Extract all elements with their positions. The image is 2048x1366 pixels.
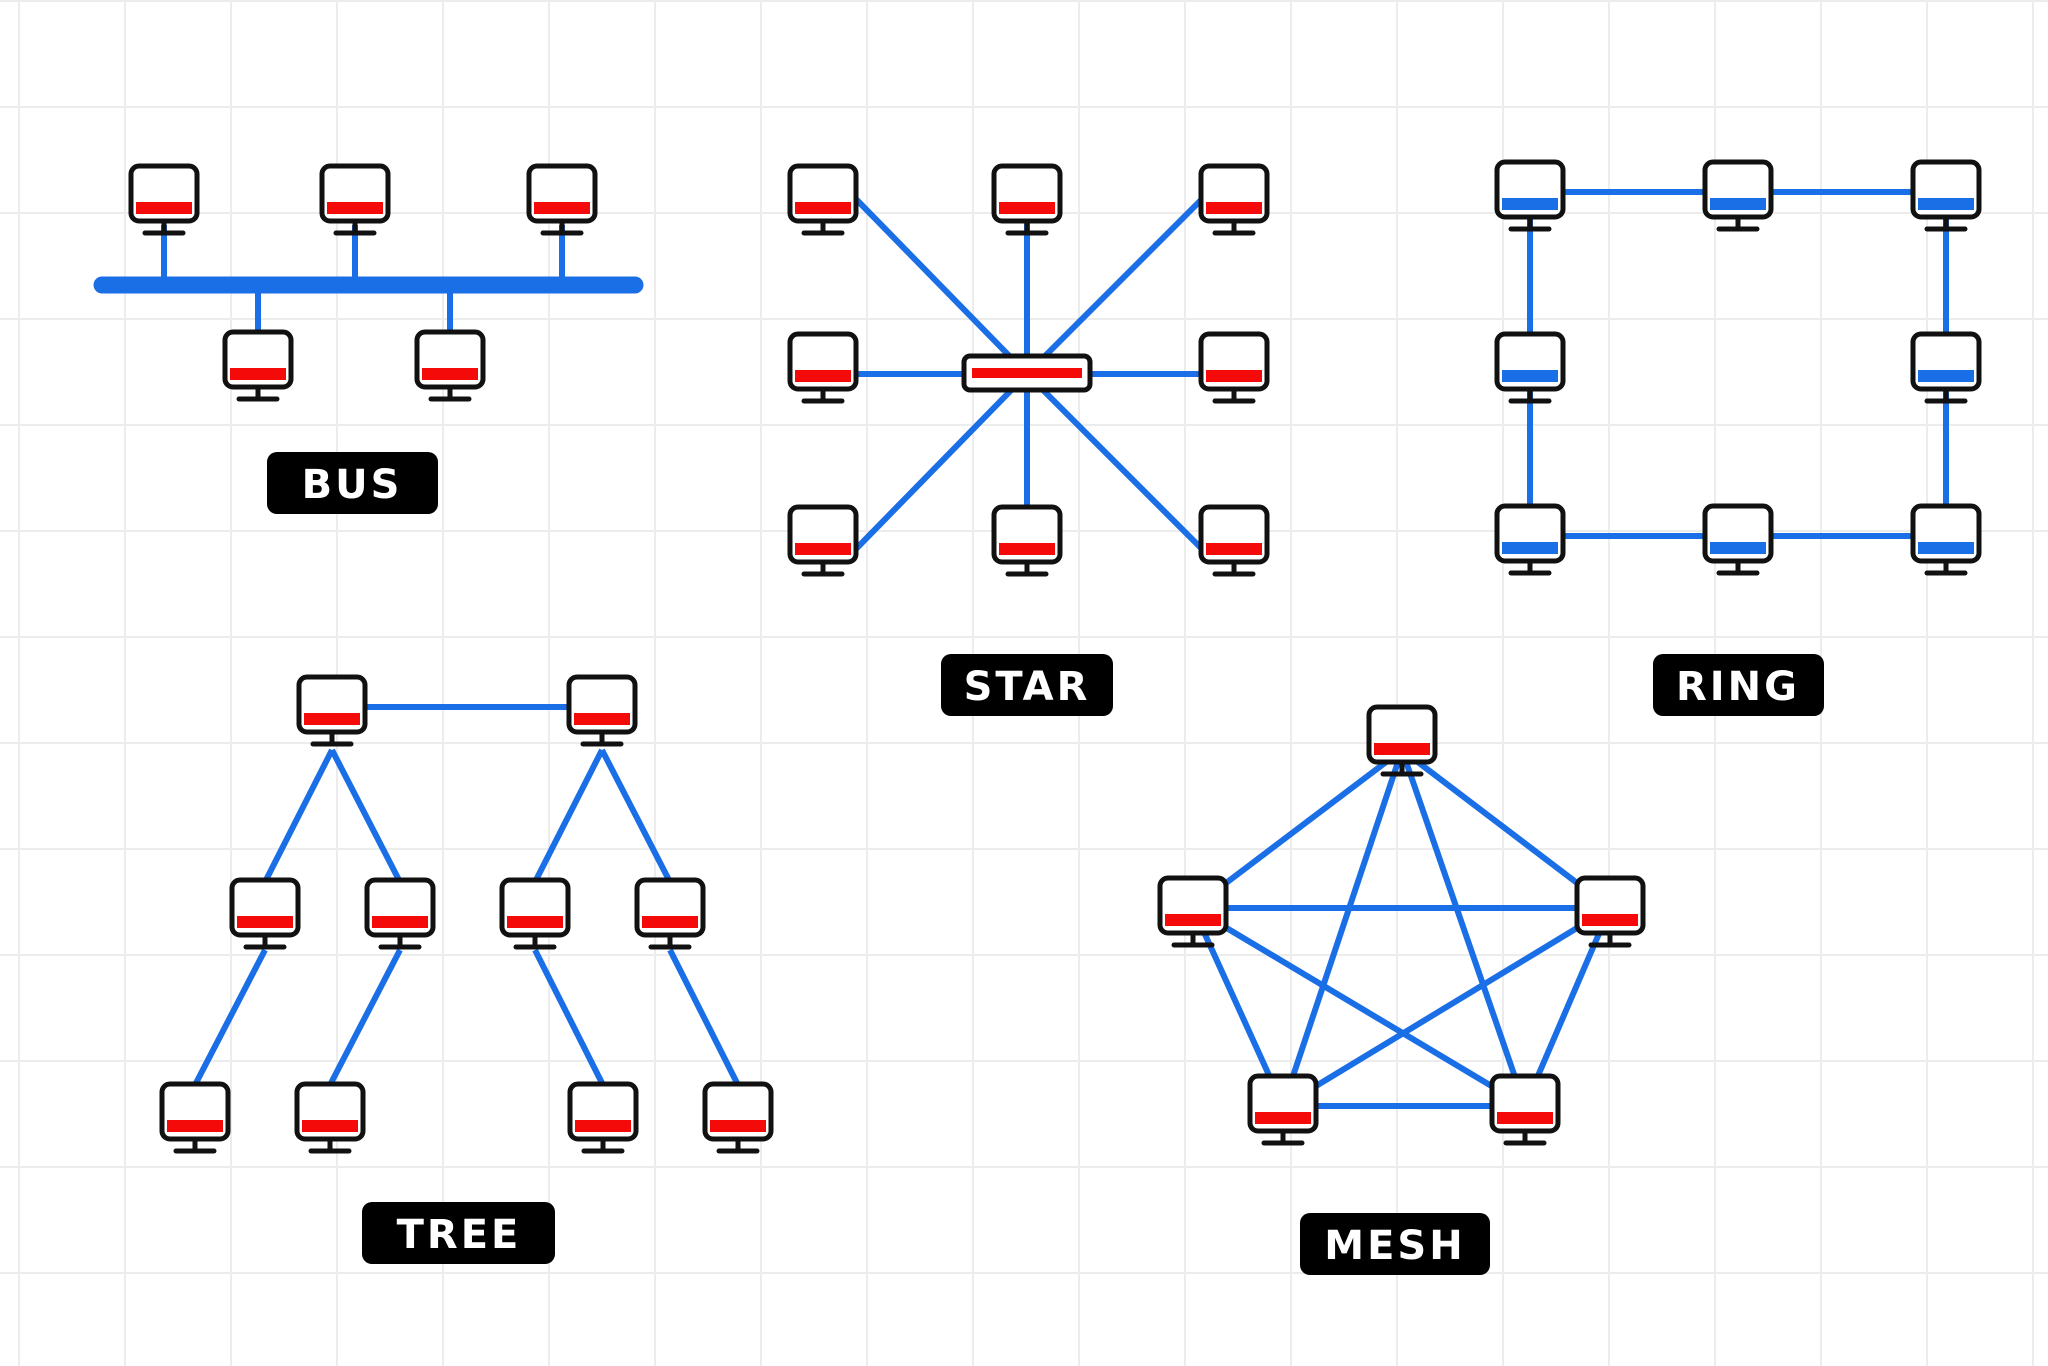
computer-monitor-icon (297, 1084, 363, 1151)
computer-monitor-icon (1497, 334, 1563, 401)
star-label-text: STAR (964, 664, 1091, 710)
mesh-label-text: MESH (1324, 1223, 1465, 1269)
bus-label-text: BUS (302, 462, 403, 508)
ring-links (1527, 189, 1949, 539)
star-topology: STAR (790, 166, 1267, 716)
bus-topology: BUS (93, 166, 644, 514)
computer-monitor-icon (417, 332, 483, 399)
computer-monitor-icon (1705, 162, 1771, 229)
ring-nodes (1497, 162, 1979, 573)
computer-monitor-icon (1492, 1076, 1558, 1143)
computer-monitor-icon (790, 166, 856, 233)
mesh-label: MESH (1300, 1213, 1490, 1275)
computer-monitor-icon (225, 332, 291, 399)
tree-topology: TREE (162, 677, 771, 1264)
computer-monitor-icon (322, 166, 388, 233)
ring-label-text: RING (1676, 664, 1800, 710)
computer-monitor-icon (1913, 334, 1979, 401)
computer-monitor-icon (232, 880, 298, 947)
computer-monitor-icon (705, 1084, 771, 1151)
computer-monitor-icon (1369, 707, 1435, 774)
computer-monitor-icon (1250, 1076, 1316, 1143)
computer-monitor-icon (1201, 166, 1267, 233)
mesh-links (1190, 747, 1613, 1109)
computer-monitor-icon (637, 880, 703, 947)
network-hub-icon (961, 353, 1093, 393)
computer-monitor-icon (1497, 162, 1563, 229)
computer-monitor-icon (994, 507, 1060, 574)
computer-monitor-icon (299, 677, 365, 744)
computer-monitor-icon (502, 880, 568, 947)
computer-monitor-icon (569, 677, 635, 744)
tree-label-text: TREE (397, 1212, 522, 1258)
computer-monitor-icon (1577, 878, 1643, 945)
bus-label: BUS (267, 452, 438, 514)
tree-label: TREE (362, 1202, 555, 1264)
computer-monitor-icon (994, 166, 1060, 233)
mesh-nodes (1160, 707, 1643, 1143)
computer-monitor-icon (162, 1084, 228, 1151)
ring-label: RING (1653, 654, 1824, 716)
computer-monitor-icon (790, 334, 856, 401)
computer-monitor-icon (1705, 506, 1771, 573)
computer-monitor-icon (1201, 334, 1267, 401)
mesh-topology: MESH (1160, 707, 1643, 1275)
computer-monitor-icon (1201, 507, 1267, 574)
computer-monitor-icon (529, 166, 595, 233)
computer-monitor-icon (570, 1084, 636, 1151)
computer-monitor-icon (790, 507, 856, 574)
ring-topology: RING (1497, 162, 1979, 716)
computer-monitor-icon (1913, 506, 1979, 573)
computer-monitor-icon (1913, 162, 1979, 229)
tree-nodes (162, 677, 771, 1151)
computer-monitor-icon (1160, 878, 1226, 945)
computer-monitor-icon (131, 166, 197, 233)
computer-monitor-icon (367, 880, 433, 947)
tree-links (192, 704, 741, 1087)
star-label: STAR (941, 654, 1113, 716)
computer-monitor-icon (1497, 506, 1563, 573)
